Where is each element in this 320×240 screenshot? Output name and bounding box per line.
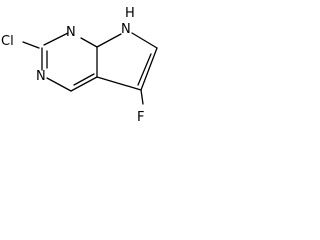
pyrrole-ring (96, 32, 158, 105)
nitrogen-1-label: N (66, 25, 76, 40)
pyrrole-n-label: N (121, 22, 131, 37)
nitrogen-3-label: N (36, 69, 46, 84)
bond-c4-c4a-inner (73, 73, 95, 86)
bond-c7a-n7 (80, 37, 98, 48)
bond-c6-c5-outer (140, 47, 158, 91)
fluorine-label: F (137, 110, 144, 125)
bond-nh-c6 (131, 32, 158, 49)
bond-c5-c4a (96, 76, 142, 91)
pyrrole-h-label: H (125, 6, 135, 21)
bond-c6-c5-inner (137, 53, 152, 86)
pyrimidine-ring (22, 32, 98, 92)
bond-c2-n1 (43, 32, 69, 46)
molecule-structure: Cl N N H N F (1, 6, 158, 125)
bond-cl-c2 (22, 41, 40, 49)
bond-c4-c4a (70, 76, 98, 92)
chlorine-label: Cl (1, 34, 14, 49)
bond-n3-c4 (46, 77, 72, 92)
bond-c5-f (140, 89, 144, 105)
atom-labels: Cl N N H N F (1, 6, 144, 125)
bond-c7a-nh (96, 33, 122, 48)
